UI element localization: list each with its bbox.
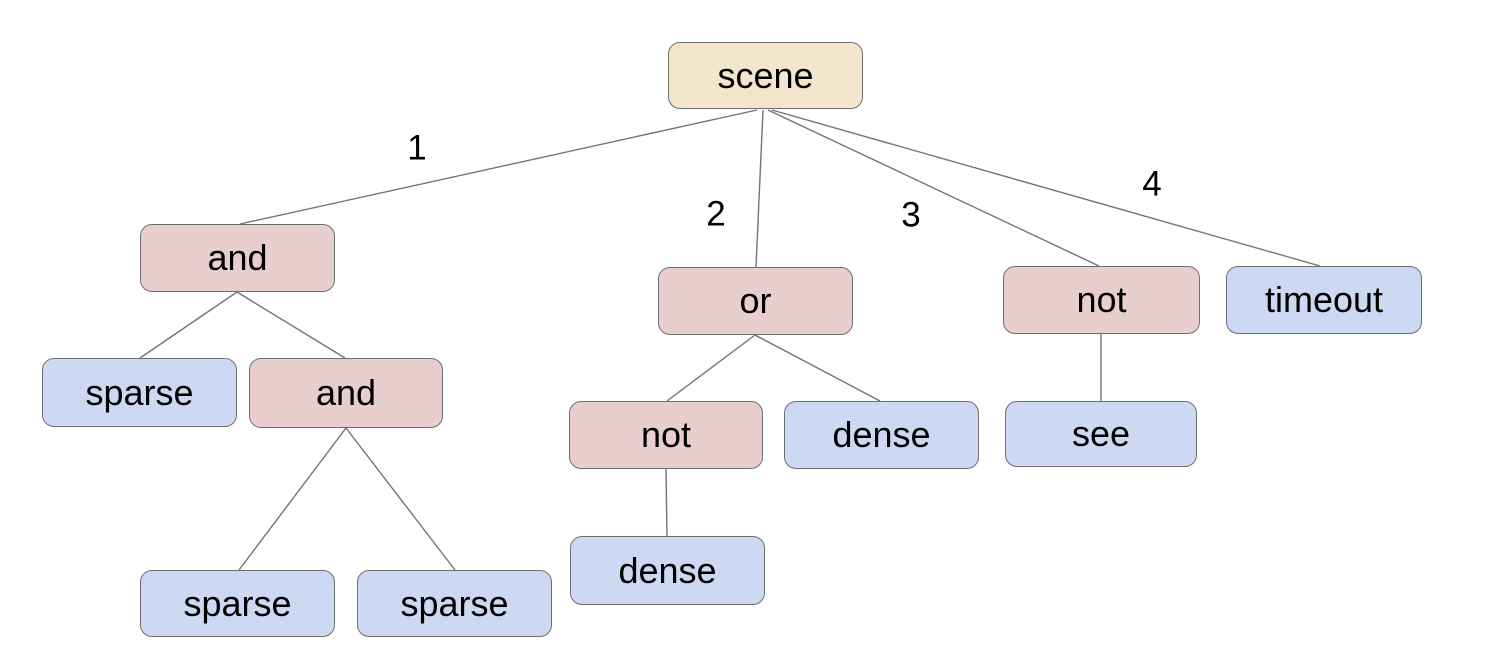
edge-or1-not2 bbox=[666, 334, 756, 402]
node-and2: and bbox=[249, 358, 443, 428]
edge-scene-not1 bbox=[767, 109, 1100, 267]
edge-or1-dense1 bbox=[754, 334, 881, 402]
edge-label-3: 3 bbox=[901, 195, 921, 235]
edge-scene-or1 bbox=[755, 109, 764, 268]
edge-scene-timeout1 bbox=[771, 109, 1321, 267]
node-dense2: dense bbox=[570, 536, 765, 605]
edge-label-2: 2 bbox=[706, 194, 726, 234]
edge-not2-dense2 bbox=[665, 468, 668, 537]
node-or1: or bbox=[658, 267, 853, 335]
edge-label-1: 1 bbox=[407, 128, 427, 168]
node-sparse3: sparse bbox=[357, 570, 552, 637]
edge-and1-sparse1 bbox=[139, 291, 238, 359]
edge-label-4: 4 bbox=[1142, 164, 1162, 204]
edge-and1-and2 bbox=[236, 291, 346, 359]
edge-and2-sparse2 bbox=[238, 427, 347, 571]
node-not1: not bbox=[1003, 266, 1200, 334]
node-not2: not bbox=[569, 401, 763, 469]
node-and1: and bbox=[140, 224, 335, 292]
node-timeout1: timeout bbox=[1226, 266, 1422, 334]
node-dense1: dense bbox=[784, 401, 979, 469]
node-sparse2: sparse bbox=[140, 570, 335, 637]
edge-and2-sparse3 bbox=[345, 427, 456, 571]
edge-scene-and1 bbox=[239, 109, 758, 225]
node-scene: scene bbox=[668, 42, 863, 109]
node-see1: see bbox=[1005, 401, 1197, 467]
node-sparse1: sparse bbox=[42, 358, 237, 427]
